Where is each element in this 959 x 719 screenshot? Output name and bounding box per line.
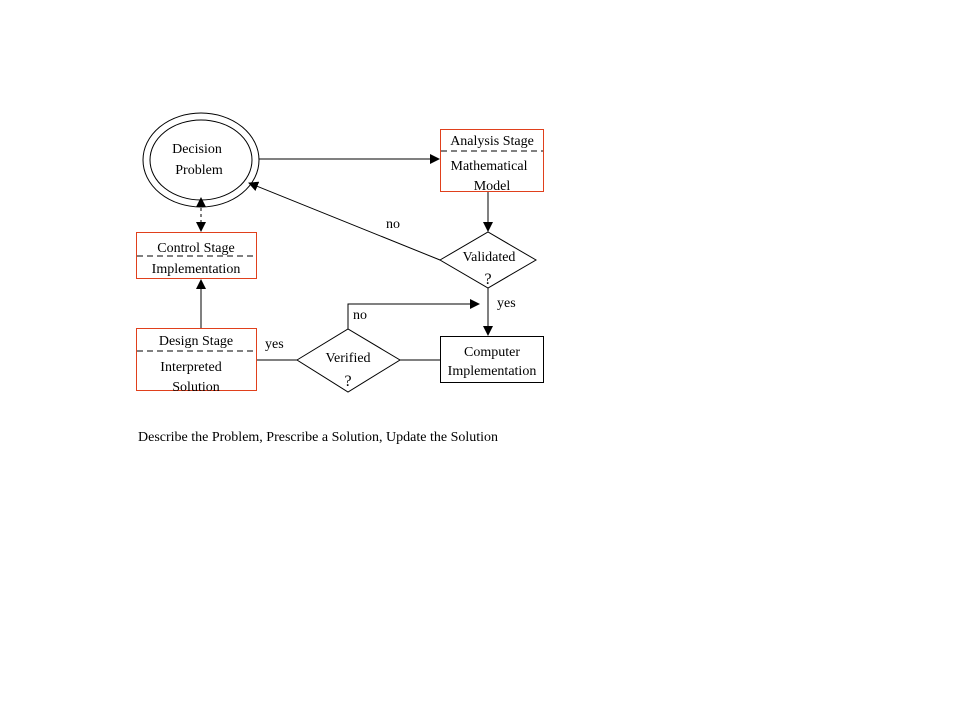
validated-decision-node: Validated ? — [439, 231, 537, 289]
edge-label-verified-yes: yes — [265, 337, 284, 352]
edge-validated-no-to-decision — [248, 181, 441, 261]
design-stage-body-1: Interpreted — [160, 360, 221, 375]
validated-label: Validated — [463, 250, 516, 265]
analysis-stage-node: Analysis Stage Mathematical Model — [440, 129, 544, 194]
edge-label-verified-no: no — [353, 308, 367, 323]
verified-question-mark: ? — [344, 373, 351, 390]
analysis-stage-body-2: Model — [474, 179, 511, 194]
verified-decision-node: Verified ? — [296, 328, 401, 393]
computer-implementation-node: Computer Implementation — [440, 336, 544, 383]
edge-label-validated-yes: yes — [497, 296, 516, 311]
validated-question-mark: ? — [484, 271, 491, 288]
analysis-stage-header: Analysis Stage — [450, 134, 534, 149]
decision-problem-label-1: Decision — [172, 142, 222, 157]
design-stage-header: Design Stage — [159, 334, 233, 349]
design-stage-node: Design Stage Interpreted Solution — [136, 328, 257, 395]
computer-implementation-label-1: Computer — [464, 345, 520, 360]
edge-verified-no-loop — [347, 299, 480, 329]
control-stage-header: Control Stage — [157, 241, 234, 256]
edge-label-validated-no: no — [386, 217, 400, 232]
verified-label: Verified — [325, 351, 370, 366]
control-stage-body: Implementation — [152, 262, 241, 277]
computer-implementation-label-2: Implementation — [448, 364, 537, 379]
decision-problem-label-2: Problem — [175, 163, 223, 178]
control-stage-node: Control Stage Implementation — [136, 232, 257, 279]
analysis-stage-body-1: Mathematical — [451, 159, 528, 174]
diagram-caption: Describe the Problem, Prescribe a Soluti… — [138, 430, 499, 445]
design-stage-body-2: Solution — [172, 380, 219, 395]
decision-problem-node: Decision Problem — [142, 112, 260, 208]
